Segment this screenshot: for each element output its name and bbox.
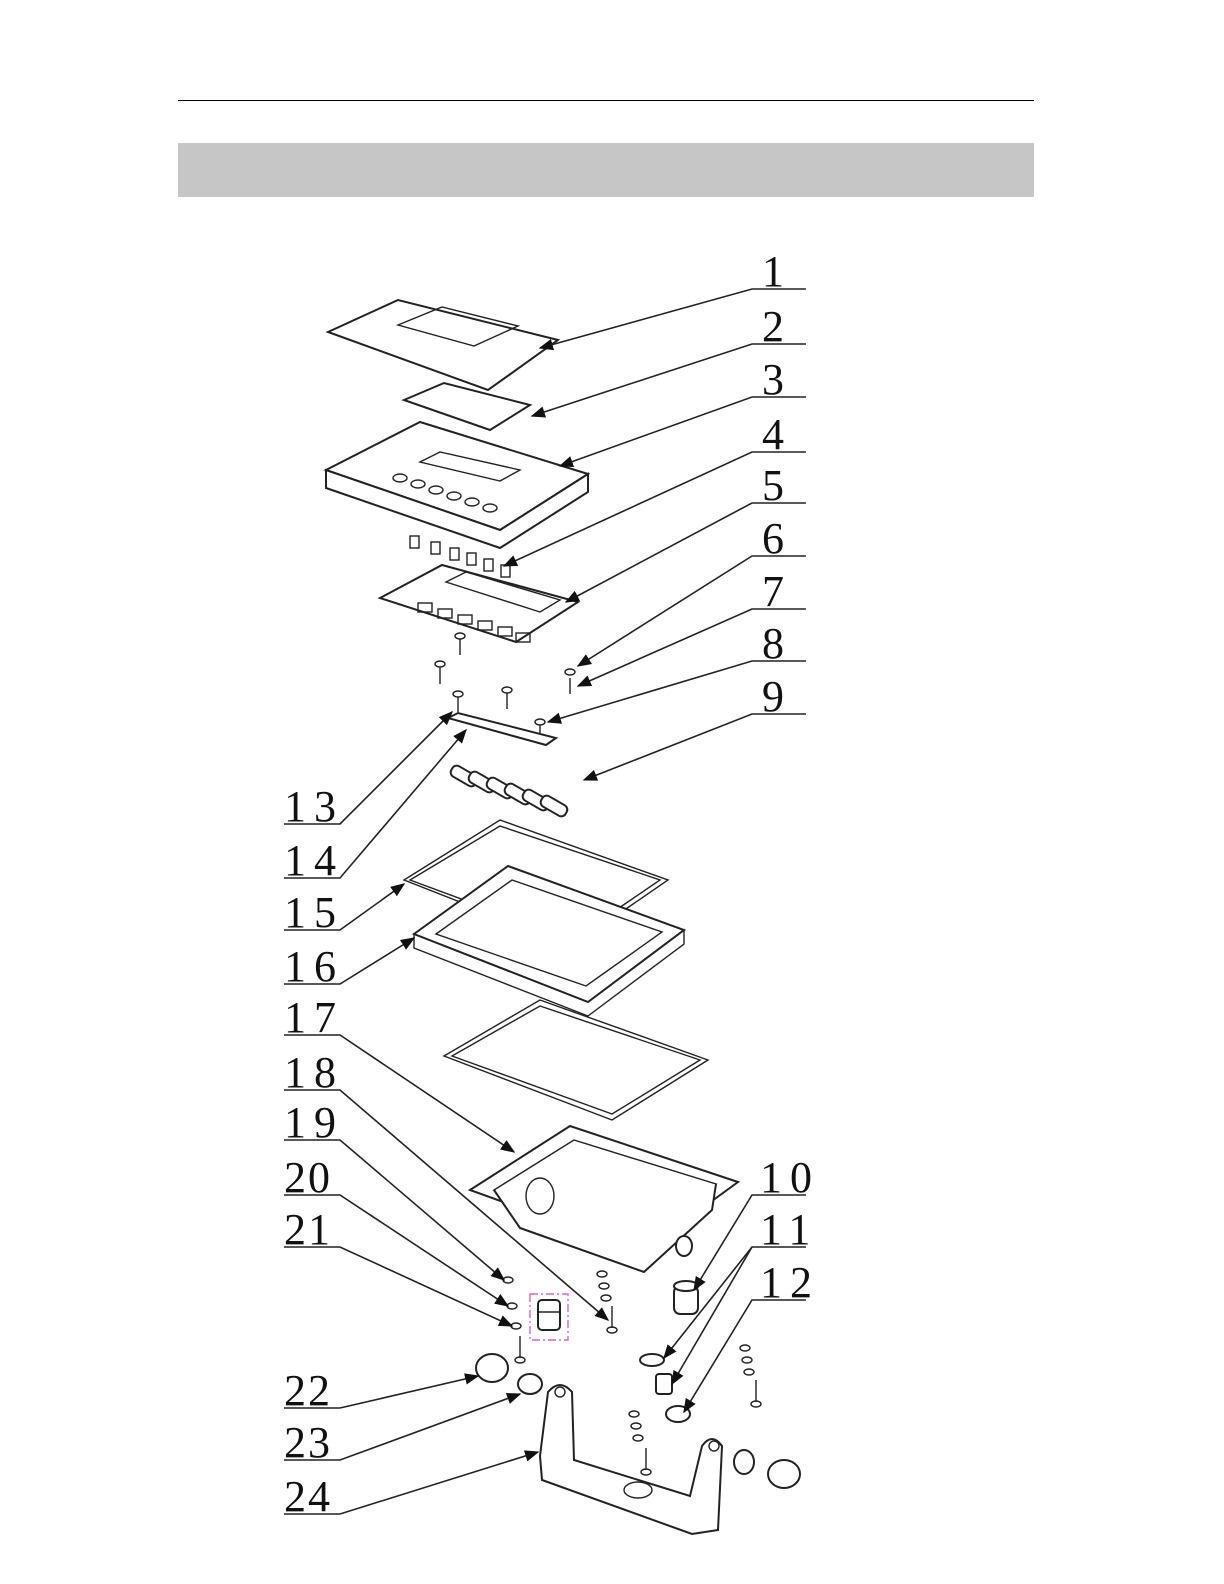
callout-22: 22 [284,1366,332,1415]
callout-13: 13 [284,782,344,831]
callout-21: 21 [284,1205,332,1254]
callout-10: 10 [760,1153,820,1202]
callout-6: 6 [762,514,784,563]
part-socket [640,1354,672,1394]
callout-12: 12 [760,1258,820,1307]
callout-20: 20 [284,1153,332,1202]
callout-23: 23 [284,1418,332,1467]
part-lower-gasket [444,1000,708,1120]
callout-1: 1 [762,247,784,296]
part-overlay-sheet [328,300,558,390]
callout-2: 2 [762,302,784,351]
part-middle-frame [414,866,684,1016]
callout-4: 4 [762,410,784,459]
callout-8: 8 [762,619,784,668]
callout-5: 5 [762,461,784,510]
part-connector [674,1281,698,1314]
part-knob-right [734,1450,800,1488]
callout-16: 16 [284,942,344,991]
part-front-cover [326,422,588,548]
part-screws-upper [435,633,575,738]
part-knob-left [476,1354,542,1394]
part-cable-gland [530,1294,568,1340]
callout-17: 17 [284,993,344,1042]
part-rear-housing [470,1126,738,1272]
callout-3: 3 [762,355,784,404]
callout-7: 7 [762,567,784,616]
part-battery-pack [449,764,569,818]
part-main-board [380,565,578,642]
callout-15: 15 [284,888,344,937]
callout-19: 19 [284,1098,344,1147]
callout-14: 14 [284,836,344,885]
callout-9: 9 [762,672,784,721]
callout-11: 11 [760,1205,818,1254]
part-mount-bracket [540,1385,722,1534]
callout-18: 18 [284,1048,344,1097]
callout-24: 24 [284,1472,332,1521]
